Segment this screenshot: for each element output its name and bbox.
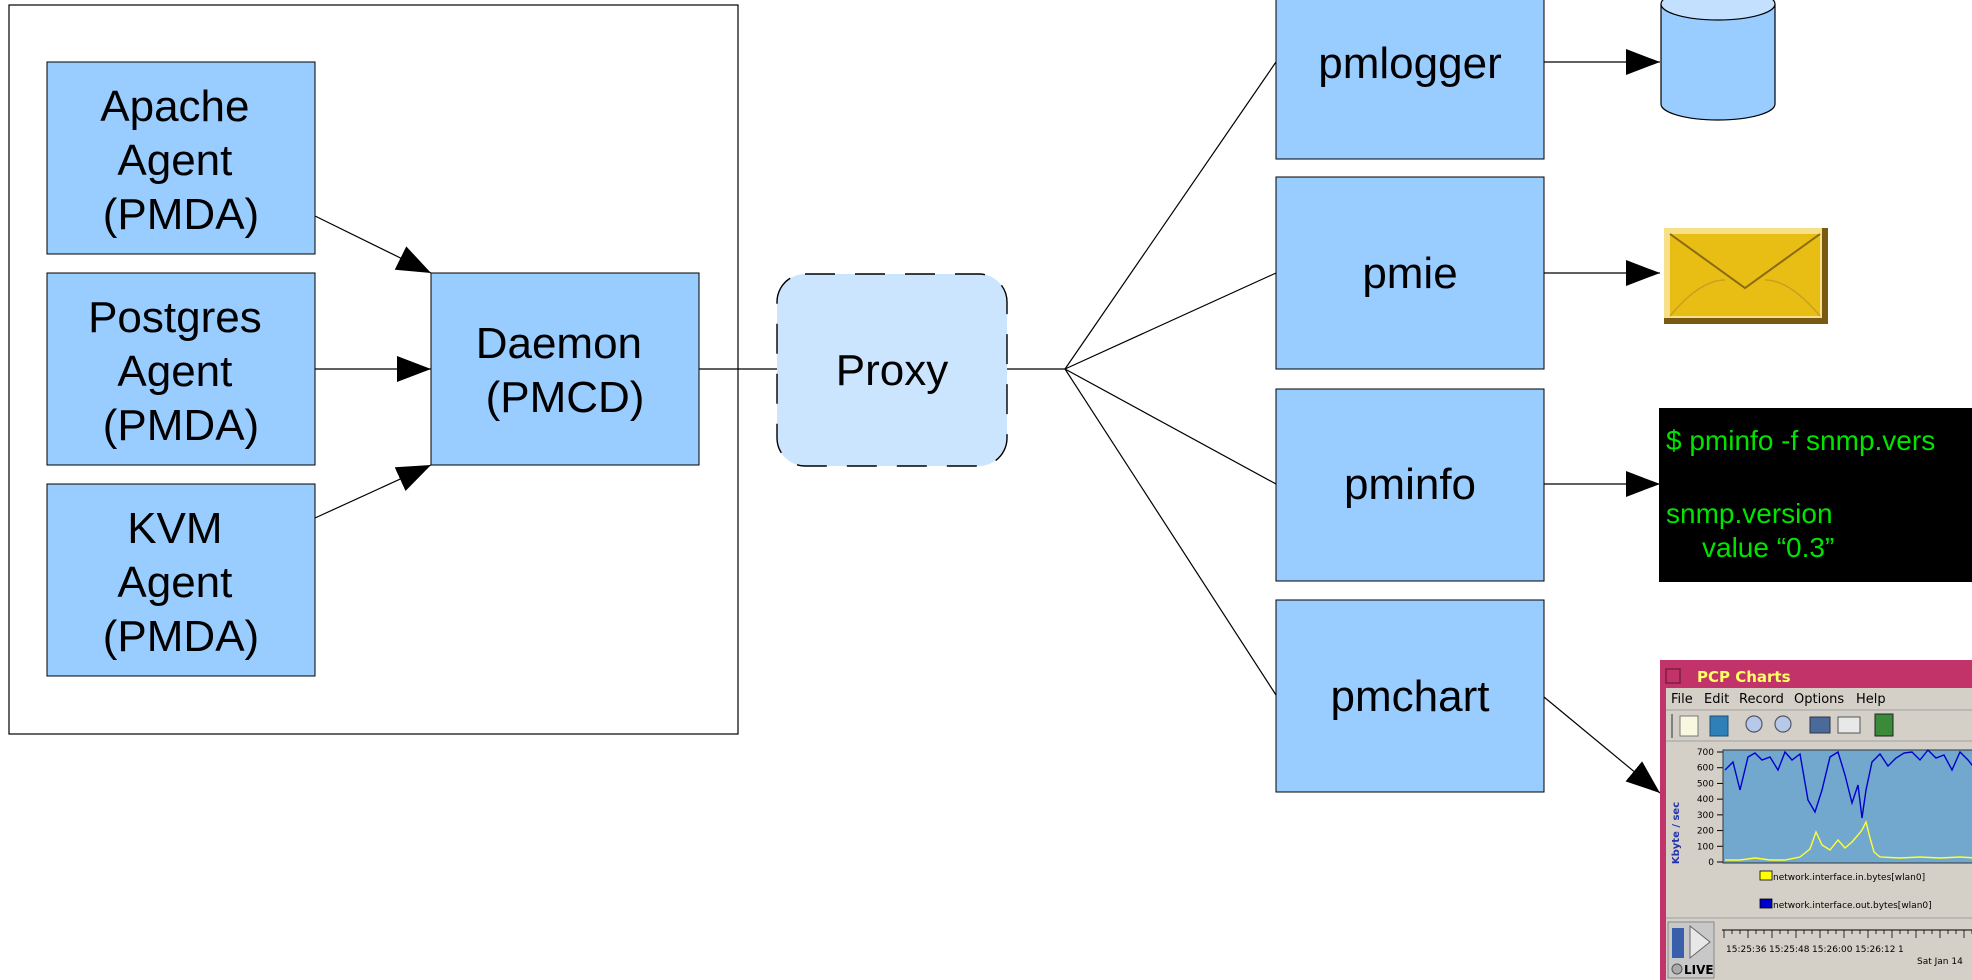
daemon-label-line: Daemon [476, 319, 642, 368]
time-tick-label: 15:25:48 [1769, 945, 1810, 955]
series-out-bytes-line [1724, 748, 1972, 819]
legend-label-in: network.interface.in.bytes[wlan0] [1773, 873, 1925, 883]
terminal-value: value “0.3” [1702, 532, 1834, 563]
legend-swatch-in [1759, 870, 1773, 881]
tool-box-pmlogger: pmlogger [1275, 0, 1545, 160]
y-tick-label: 700 [1697, 748, 1714, 758]
svg-text:File Edit Record: File Edit Record Options Help [1671, 692, 1886, 707]
legend-swatch-out [1759, 898, 1773, 909]
export-icon[interactable] [1809, 716, 1831, 734]
y-tick-label: 600 [1697, 764, 1714, 774]
tool-label: pminfo [1344, 460, 1476, 509]
plot-area [1722, 749, 1972, 864]
arrow-kvm-to-daemon [314, 464, 432, 519]
y-tick-label: 0 [1708, 858, 1714, 868]
legend-label-out: network.interface.out.bytes[wlan0] [1773, 901, 1932, 911]
window-menu-icon[interactable] [1665, 668, 1681, 684]
svg-text:Postgres Agent (PM: Postgres Agent (PMDA) [88, 293, 274, 450]
tool-label: pmie [1362, 249, 1457, 298]
svg-text:KVM Agent (PMDA): KVM Agent (PMDA) [103, 504, 259, 661]
print-icon[interactable] [1837, 716, 1861, 734]
database-icon [1660, 0, 1776, 121]
y-tick-label: 500 [1697, 779, 1714, 789]
y-axis-label: Kbyte / sec [1671, 802, 1682, 864]
tool-label: pmchart [1331, 672, 1490, 721]
open-view-icon[interactable] [1709, 715, 1729, 737]
series-in-bytes-line [1725, 819, 1972, 861]
daemon-label-line: (PMCD) [486, 373, 645, 422]
mail-envelope-icon [1664, 228, 1828, 324]
arrow-apache-to-daemon [314, 215, 432, 274]
window-title: PCP Charts [1697, 668, 1791, 686]
y-tick-label: 400 [1697, 795, 1714, 805]
agent-box-apache: Apache Agent (PMDA) [46, 61, 316, 255]
agent-box-postgres: Postgres Agent (PMDA) [46, 272, 316, 466]
settings-icon[interactable] [1874, 713, 1894, 737]
agent-label-line: KVM [127, 504, 222, 553]
new-chart-icon[interactable] [1679, 715, 1699, 737]
time-tick-label: 15:25:36 [1726, 945, 1767, 955]
menu-file[interactable]: File [1671, 692, 1693, 707]
y-tick-label: 100 [1697, 842, 1714, 852]
date-label: Sat Jan 14 [1917, 957, 1963, 967]
daemon-box: Daemon (PMCD) [430, 272, 700, 466]
menu-options[interactable]: Options [1794, 692, 1844, 707]
connector-hub-pmlogger [1064, 61, 1277, 370]
agent-label-line: (PMDA) [103, 401, 259, 450]
agent-label-line: (PMDA) [103, 612, 259, 661]
y-tick-label: 300 [1697, 811, 1714, 821]
agent-label-line: Agent [117, 558, 232, 607]
agent-label-line: Postgres [88, 293, 262, 342]
terminal-metric: snmp.version [1666, 498, 1833, 529]
terminal-command: $ pminfo -f snmp.vers [1666, 425, 1935, 456]
zoom-out-icon[interactable] [1774, 715, 1792, 733]
connector-hub-pmchart [1064, 368, 1277, 696]
svg-text:Daemon (PMCD): Daemon (PMCD) [476, 319, 655, 422]
time-tick-label: 15:26:00 [1812, 945, 1853, 955]
zoom-in-icon[interactable] [1745, 715, 1763, 733]
agent-label-line: Agent [117, 136, 232, 185]
time-tick-label: 1 [1898, 945, 1904, 955]
terminal-output: $ pminfo -f snmp.vers snmp.version value… [1659, 408, 1972, 582]
menu-record[interactable]: Record [1739, 692, 1784, 707]
live-label: LIVE [1684, 963, 1714, 977]
arrow-pmchart-to-window [1543, 696, 1661, 794]
tool-label: pmlogger [1318, 39, 1501, 88]
tool-box-pmie: pmie [1275, 176, 1545, 370]
connector-hub-pminfo [1064, 368, 1277, 485]
connector-hub-pmie [1064, 272, 1277, 370]
tool-box-pmchart: pmchart [1275, 599, 1545, 793]
y-tick-label: 200 [1697, 827, 1714, 837]
svg-text:Apache Agent (PMDA: Apache Agent (PMDA) [100, 82, 261, 239]
menu-edit[interactable]: Edit [1704, 692, 1729, 707]
tool-box-pminfo: pminfo [1275, 388, 1545, 582]
menu-help[interactable]: Help [1856, 692, 1886, 707]
live-play-button[interactable]: LIVE [1667, 921, 1715, 979]
agent-label-line: (PMDA) [103, 190, 259, 239]
agent-label-line: Agent [117, 347, 232, 396]
agent-label-line: Apache [100, 82, 249, 131]
pcp-charts-window: PCP Charts File Edit Record Options Help… [1660, 660, 1972, 980]
time-tick-label: 15:26:12 [1855, 945, 1895, 955]
proxy-box: Proxy [776, 273, 1008, 467]
agent-box-kvm: KVM Agent (PMDA) [46, 483, 316, 677]
proxy-label: Proxy [836, 346, 948, 395]
